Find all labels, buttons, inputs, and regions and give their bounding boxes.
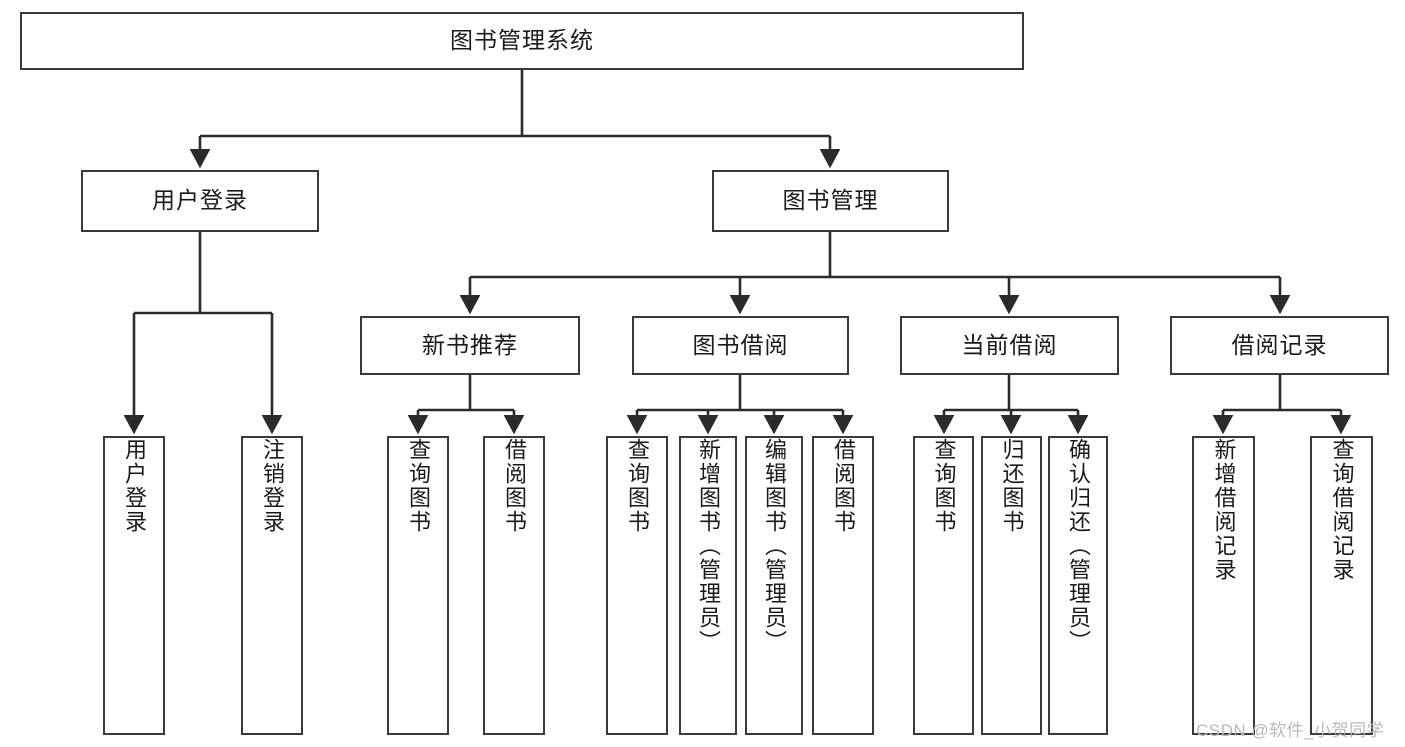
leaf-return-book[interactable]: 归还图书 xyxy=(981,436,1042,735)
leaf-query-book-1[interactable]: 查询图书 xyxy=(387,436,449,735)
leaf-borrow-book-2-label: 借阅图书 xyxy=(830,438,856,534)
node-new-book-recommend[interactable]: 新书推荐 xyxy=(360,316,580,375)
leaf-user-login[interactable]: 用户登录 xyxy=(103,436,165,735)
node-current-borrow[interactable]: 当前借阅 xyxy=(900,316,1119,375)
leaf-user-logout[interactable]: 注销登录 xyxy=(241,436,303,735)
node-book-borrow[interactable]: 图书借阅 xyxy=(632,316,849,375)
node-user-login[interactable]: 用户登录 xyxy=(81,170,319,232)
leaf-edit-book-label: 编辑图书（管理员） xyxy=(761,438,787,654)
leaf-edit-book[interactable]: 编辑图书（管理员） xyxy=(745,436,803,735)
leaf-add-book-label: 新增图书（管理员） xyxy=(695,438,721,654)
leaf-confirm-return-label: 确认归还（管理员） xyxy=(1065,438,1091,654)
leaf-query-book-3[interactable]: 查询图书 xyxy=(913,436,974,735)
node-book-manage[interactable]: 图书管理 xyxy=(712,170,949,232)
node-user-login-label: 用户登录 xyxy=(152,187,248,214)
leaf-query-book-2-label: 查询图书 xyxy=(624,438,650,534)
leaf-query-record[interactable]: 查询借阅记录 xyxy=(1310,436,1373,735)
leaf-query-book-3-label: 查询图书 xyxy=(931,438,957,534)
leaf-borrow-book-1[interactable]: 借阅图书 xyxy=(483,436,545,735)
leaf-query-book-2[interactable]: 查询图书 xyxy=(606,436,668,735)
node-new-book-recommend-label: 新书推荐 xyxy=(422,331,518,358)
leaf-return-book-label: 归还图书 xyxy=(999,438,1025,534)
node-root[interactable]: 图书管理系统 xyxy=(20,12,1024,70)
leaf-user-login-label: 用户登录 xyxy=(121,438,147,534)
leaf-add-book[interactable]: 新增图书（管理员） xyxy=(679,436,737,735)
node-borrow-record-label: 借阅记录 xyxy=(1231,331,1328,358)
leaf-add-record-label: 新增借阅记录 xyxy=(1211,438,1237,582)
leaf-query-record-label: 查询借阅记录 xyxy=(1329,438,1355,582)
node-borrow-record[interactable]: 借阅记录 xyxy=(1170,316,1389,375)
node-book-manage-label: 图书管理 xyxy=(782,187,879,214)
csdn-watermark: CSDN @软件_小贺同学 xyxy=(1196,721,1385,740)
leaf-borrow-book-2[interactable]: 借阅图书 xyxy=(812,436,874,735)
leaf-query-book-1-label: 查询图书 xyxy=(405,438,431,534)
node-book-borrow-label: 图书借阅 xyxy=(692,331,789,358)
node-current-borrow-label: 当前借阅 xyxy=(961,331,1058,358)
leaf-confirm-return[interactable]: 确认归还（管理员） xyxy=(1048,436,1108,735)
leaf-user-logout-label: 注销登录 xyxy=(259,438,285,534)
node-root-label: 图书管理系统 xyxy=(450,27,594,54)
leaf-add-record[interactable]: 新增借阅记录 xyxy=(1192,436,1255,735)
leaf-borrow-book-1-label: 借阅图书 xyxy=(501,438,527,534)
